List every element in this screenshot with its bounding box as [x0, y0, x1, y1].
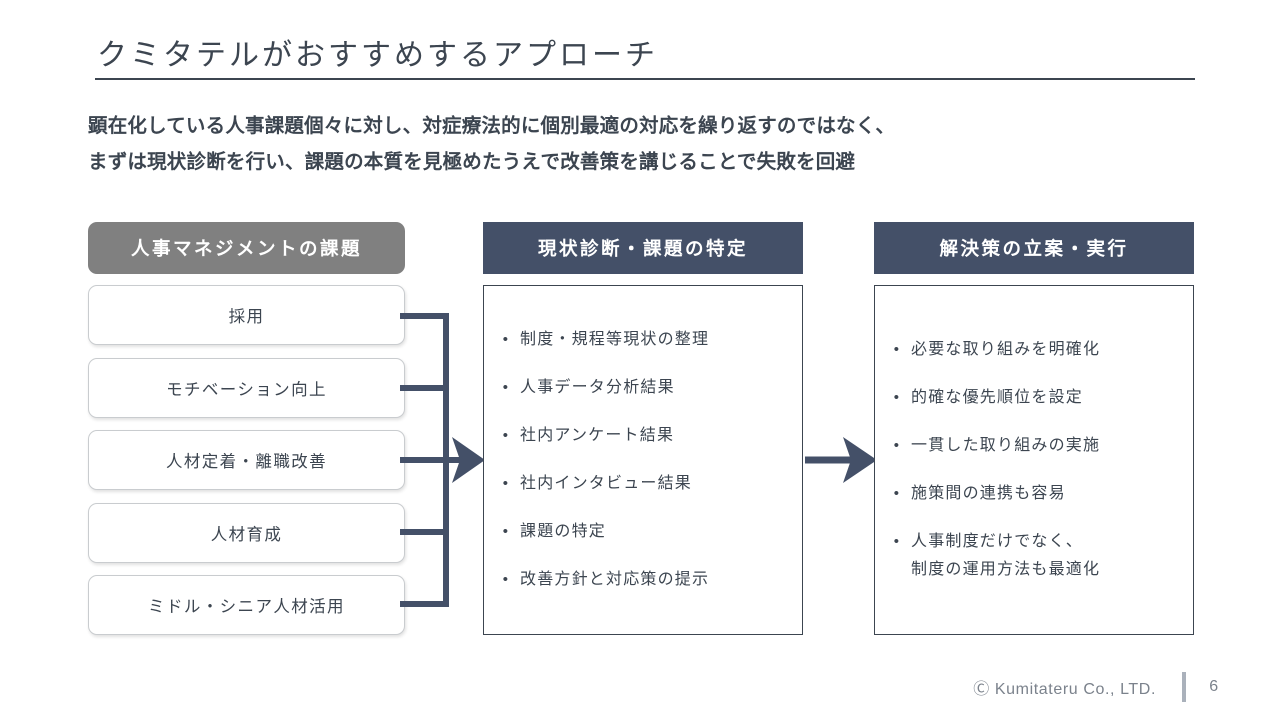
- bullet-text: 改善方針と対応策の提示: [520, 571, 710, 588]
- slide-footer: Ⓒ Kumitateru Co., LTD. 6: [973, 672, 1220, 702]
- column-header-issues: 人事マネジメントの課題: [88, 222, 405, 274]
- title-underline: [95, 78, 1195, 80]
- column-left-header-wrap: 人事マネジメントの課題: [88, 222, 405, 274]
- issue-card-list: 採用 モチベーション向上 人材定着・離職改善 人材育成 ミドル・シニア人材活用: [88, 285, 405, 635]
- issue-card[interactable]: モチベーション向上: [88, 357, 405, 418]
- lead-line-1: 顕在化している人事課題個々に対し、対症療法的に個別最適の対応を繰り返すのではなく…: [88, 115, 896, 137]
- bullet-text: 的確な優先順位を設定: [911, 389, 1084, 406]
- bullet-dot-icon: •: [502, 427, 510, 444]
- bullet-text: 制度・規程等現状の整理: [520, 331, 710, 348]
- lead-line-2: まずは現状診断を行い、課題の本質を見極めたうえで改善策を講じることで失敗を回避: [88, 151, 856, 173]
- arrow-right-icon: [805, 437, 877, 483]
- bullet-dot-icon: •: [893, 389, 901, 406]
- bullet-text: 必要な取り組みを明確化: [911, 341, 1101, 358]
- column-right-header-wrap: 解決策の立案・実行: [874, 222, 1194, 274]
- column-mid-header-wrap: 現状診断・課題の特定: [483, 222, 803, 274]
- issue-card[interactable]: 採用: [88, 285, 405, 345]
- issue-card[interactable]: 人材定着・離職改善: [88, 430, 405, 490]
- bullet-text: 課題の特定: [520, 523, 607, 540]
- footer-divider: [1182, 672, 1186, 702]
- bullet-item: • 人事データ分析結果: [492, 374, 802, 402]
- bullet-item: • 社内アンケート結果: [492, 422, 802, 450]
- bullet-dot-icon: •: [502, 331, 510, 348]
- copyright-text: Ⓒ Kumitateru Co., LTD.: [973, 681, 1156, 698]
- bullet-item: • 制度・規程等現状の整理: [492, 326, 802, 354]
- issue-card[interactable]: 人材育成: [88, 502, 405, 563]
- solution-panel: • 必要な取り組みを明確化 • 的確な優先順位を設定 • 一貫した取り組みの実施…: [874, 285, 1194, 635]
- bullet-dot-icon: •: [893, 341, 901, 358]
- bullet-text: 人事制度だけでなく、 制度の運用方法も最適化: [911, 533, 1101, 578]
- bullet-dot-icon: •: [502, 475, 510, 492]
- lead-paragraph: 顕在化している人事課題個々に対し、対症療法的に個別最適の対応を繰り返すのではなく…: [88, 108, 1198, 180]
- bullet-item: • 必要な取り組みを明確化: [883, 336, 1193, 364]
- bullet-item: • 改善方針と対応策の提示: [492, 566, 802, 594]
- page-number: 6: [1209, 678, 1219, 695]
- bullet-dot-icon: •: [893, 485, 901, 502]
- bullet-dot-icon: •: [502, 523, 510, 540]
- bullet-item: • 人事制度だけでなく、 制度の運用方法も最適化: [883, 528, 1193, 584]
- bullet-dot-icon: •: [893, 437, 901, 454]
- page-title: クミタテルがおすすめするアプローチ: [97, 39, 658, 72]
- issue-card[interactable]: ミドル・シニア人材活用: [88, 575, 405, 635]
- bullet-dot-icon: •: [502, 379, 510, 396]
- bullet-item: • 課題の特定: [492, 518, 802, 546]
- bullet-text: 施策間の連携も容易: [911, 485, 1066, 502]
- comb-connector-icon: [400, 313, 485, 607]
- bullet-item: • 的確な優先順位を設定: [883, 384, 1193, 412]
- bullet-text: 社内インタビュー結果: [520, 475, 693, 492]
- column-header-diagnosis: 現状診断・課題の特定: [483, 222, 803, 274]
- bullet-item: • 一貫した取り組みの実施: [883, 432, 1193, 460]
- bullet-text: 人事データ分析結果: [520, 379, 675, 396]
- bullet-dot-icon: •: [502, 571, 510, 588]
- bullet-item: • 施策間の連携も容易: [883, 480, 1193, 508]
- column-header-solution: 解決策の立案・実行: [874, 222, 1194, 274]
- diagnosis-panel: • 制度・規程等現状の整理 • 人事データ分析結果 • 社内アンケート結果 • …: [483, 285, 803, 635]
- bullet-text: 社内アンケート結果: [520, 427, 675, 444]
- bullet-dot-icon: •: [893, 533, 901, 550]
- bullet-text: 一貫した取り組みの実施: [911, 437, 1101, 454]
- bullet-item: • 社内インタビュー結果: [492, 470, 802, 498]
